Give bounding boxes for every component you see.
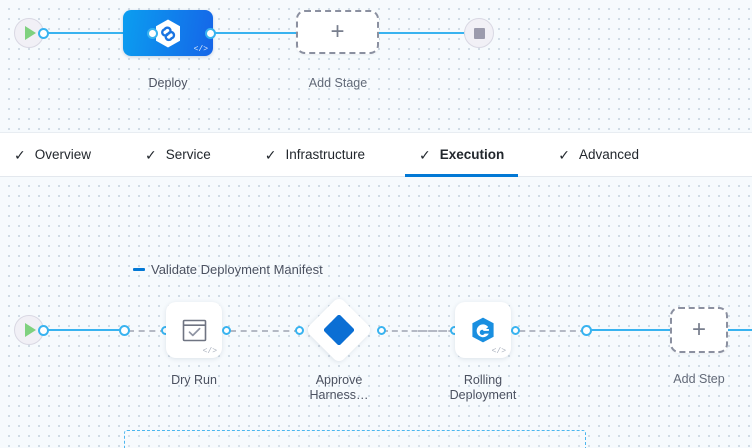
tab-advanced[interactable]: ✓ Advanced bbox=[558, 133, 655, 177]
plus-icon: + bbox=[691, 316, 706, 343]
pipeline-end[interactable] bbox=[464, 18, 494, 48]
step-group-validate-deployment-manifest[interactable] bbox=[124, 430, 586, 448]
stage-connector-start bbox=[32, 31, 152, 35]
add-stage-label: Add Stage bbox=[308, 76, 368, 90]
minus-icon[interactable] bbox=[133, 268, 145, 271]
add-step-button[interactable]: + bbox=[670, 307, 728, 353]
add-step-label: Add Step bbox=[673, 372, 725, 386]
tab-overview-label: Overview bbox=[34, 147, 91, 162]
plus-icon: + bbox=[330, 18, 345, 45]
approve-in-dot[interactable] bbox=[295, 325, 304, 335]
stage-tabbar: ✓ Overview ✓ Service ✓ Infrastructure ✓ … bbox=[0, 133, 752, 177]
tab-infrastructure-label: Infrastructure bbox=[285, 147, 366, 162]
exec-connector-to-add bbox=[586, 328, 670, 332]
check-icon: ✓ bbox=[264, 146, 277, 163]
step-label-approve-harness: Approve Harness… bbox=[309, 373, 369, 402]
play-icon bbox=[25, 323, 36, 337]
add-stage-node[interactable]: + bbox=[296, 10, 379, 54]
stage-canvas[interactable]: </> Deploy + Add Stage bbox=[0, 0, 752, 133]
pipeline-end-node[interactable] bbox=[464, 18, 494, 48]
check-icon: ✓ bbox=[14, 146, 26, 163]
tab-execution-label: Execution bbox=[439, 147, 505, 162]
stage-in-dot[interactable] bbox=[147, 27, 158, 39]
stage-label-deploy: Deploy bbox=[148, 76, 188, 90]
exec-dash-1 bbox=[128, 329, 166, 332]
add-stage-button[interactable]: + bbox=[296, 10, 379, 54]
stage-connector-mid bbox=[210, 31, 305, 35]
tab-service[interactable]: ✓ Service bbox=[145, 133, 227, 177]
dry-run-code-badge[interactable]: </> bbox=[202, 347, 217, 356]
stage-code-badge[interactable]: </> bbox=[193, 45, 208, 54]
step-group-header[interactable]: Validate Deployment Manifest bbox=[133, 262, 323, 277]
play-icon bbox=[25, 26, 36, 40]
add-step-node[interactable]: + bbox=[670, 307, 728, 353]
pipeline-start-node[interactable] bbox=[14, 18, 44, 48]
step-group-exit-dot[interactable] bbox=[581, 324, 592, 336]
dry-run-out-dot[interactable] bbox=[222, 325, 231, 335]
rolling-out-dot[interactable] bbox=[511, 325, 520, 335]
stage-out-dot[interactable] bbox=[205, 27, 216, 39]
exec-connector-start bbox=[32, 328, 126, 332]
stage-deploy-box[interactable]: </> bbox=[123, 10, 213, 56]
tab-execution[interactable]: ✓ Execution bbox=[405, 133, 520, 177]
step-node-rolling-deployment[interactable]: </> bbox=[455, 302, 511, 358]
step-group-title: Validate Deployment Manifest bbox=[151, 262, 323, 277]
tab-infrastructure[interactable]: ✓ Infrastructure bbox=[265, 133, 381, 177]
exec-connector-tail bbox=[728, 328, 752, 332]
approve-harness-box[interactable] bbox=[305, 296, 373, 364]
kubernetes-rolling-icon bbox=[472, 317, 494, 343]
dry-run-box[interactable]: </> bbox=[166, 302, 222, 358]
step-node-approve-harness[interactable] bbox=[305, 296, 373, 364]
tab-advanced-label: Advanced bbox=[579, 147, 640, 162]
check-icon: ✓ bbox=[419, 146, 431, 163]
step-label-rolling-deployment: Rolling Deployment bbox=[449, 373, 517, 402]
execution-canvas[interactable]: Validate Deployment Manifest bbox=[0, 177, 752, 448]
step-node-dry-run[interactable]: </> bbox=[166, 302, 222, 358]
tab-service-label: Service bbox=[165, 147, 211, 162]
stage-connector-end bbox=[371, 31, 471, 35]
rolling-code-badge[interactable]: </> bbox=[491, 347, 506, 356]
harness-logo-icon bbox=[156, 19, 180, 47]
checkbox-window-icon bbox=[182, 319, 206, 341]
check-icon: ✓ bbox=[558, 146, 570, 163]
step-group-entry-dot[interactable] bbox=[119, 324, 130, 336]
check-icon: ✓ bbox=[145, 146, 157, 163]
stop-icon bbox=[473, 27, 485, 39]
exec-start-dot[interactable] bbox=[38, 324, 49, 336]
approval-diamonds-icon bbox=[324, 315, 354, 345]
start-connector-dot[interactable] bbox=[38, 27, 49, 39]
approve-out-dot[interactable] bbox=[377, 325, 386, 335]
tab-overview[interactable]: ✓ Overview bbox=[14, 133, 107, 177]
tab-active-underline bbox=[405, 173, 519, 177]
step-label-dry-run: Dry Run bbox=[171, 373, 217, 387]
stage-node-deploy[interactable]: </> bbox=[123, 10, 213, 56]
rolling-deployment-box[interactable]: </> bbox=[455, 302, 511, 358]
exec-dash-2 bbox=[230, 329, 300, 332]
pipeline-start[interactable] bbox=[14, 18, 44, 48]
